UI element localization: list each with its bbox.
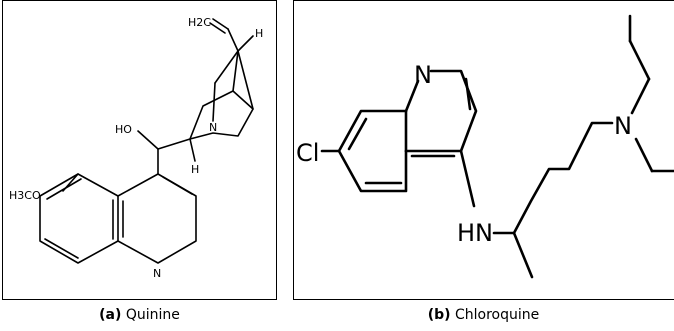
quinine-structure-panel: H2C H N HO H H3CO N: [2, 0, 277, 300]
vinyl-group-label: H2C: [188, 16, 211, 29]
quinine-structure-diagram: H2C H N HO H H3CO N: [9, 16, 263, 280]
quinine-quinuclidine-cage: [189, 90, 254, 140]
chloro-label: Cl: [296, 139, 319, 167]
chloroquine-caption: (b) Chloroquine: [293, 307, 674, 323]
hydroxyl-label: HO: [115, 123, 132, 136]
quinine-benzo-ring: [117, 173, 197, 264]
chloroquine-benzo-ring: [337, 109, 408, 193]
methoxy-label: H3CO: [9, 189, 41, 202]
ring-nitrogen-label: N: [153, 267, 161, 280]
chloroquine-caption-name: Chloroquine: [455, 307, 540, 323]
h-top-label: H: [255, 27, 263, 40]
h-lower-label: H: [191, 163, 199, 176]
ring-nitrogen-label: N: [414, 61, 432, 89]
amine-label: HN: [457, 219, 493, 247]
chloroquine-structure-diagram: N Cl HN N: [296, 14, 674, 279]
chloroquine-structure-panel: N Cl HN N: [293, 0, 674, 300]
quinine-caption-tag: (a): [99, 307, 122, 323]
n-bridge-label: N: [209, 121, 217, 134]
quinine-pyridine-ring-a: [39, 173, 119, 264]
diethylamine-nitrogen-label: N: [614, 112, 632, 140]
chloroquine-side-chain: [512, 121, 614, 235]
chloroquine-pyridine-ring: [404, 69, 478, 153]
chloroquine-caption-tag: (b): [427, 307, 451, 323]
quinine-caption-name: Quinine: [125, 307, 180, 323]
quinine-caption: (a) Quinine: [2, 307, 277, 323]
